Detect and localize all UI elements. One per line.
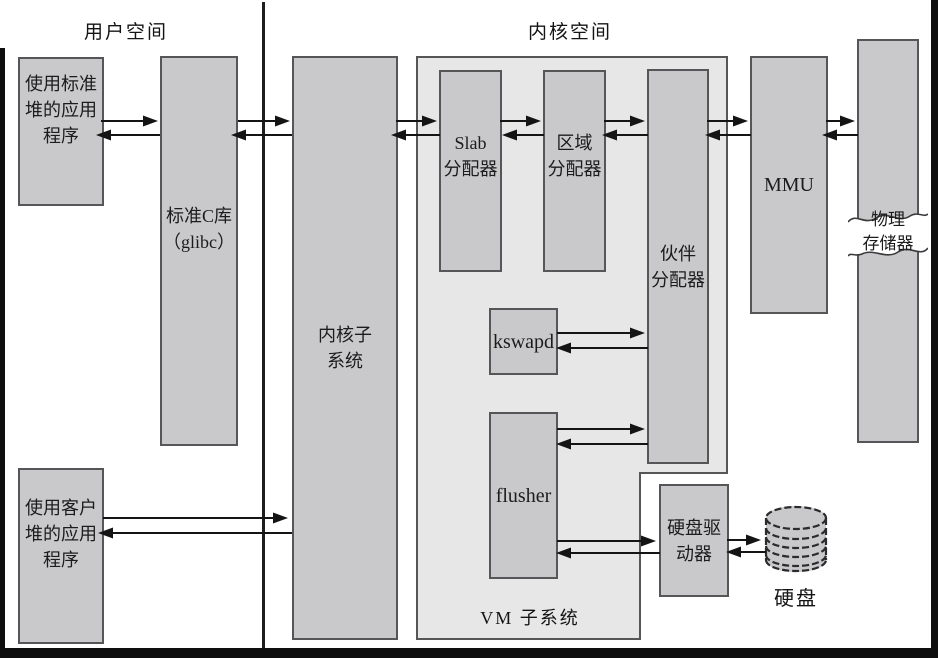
- box-glibc: 标准C库 （glibc）: [160, 56, 238, 446]
- box-flusher-label: flusher: [495, 484, 552, 507]
- box-glibc-label: 标准C库 （glibc）: [163, 206, 235, 252]
- arrow-head-buddy-allocator-to-mmu: [733, 115, 748, 127]
- arrow-head-mmu-to-physical-memory: [840, 115, 855, 127]
- box-kswapd: kswapd: [489, 308, 558, 375]
- box-zone-allocator: 区域 分配器: [543, 70, 606, 272]
- arrow-head-app-custom-heap-to-kernel-subsystem: [273, 512, 288, 524]
- space-divider-line: [262, 2, 265, 648]
- box-slab-allocator-label: Slab 分配器: [443, 133, 498, 179]
- box-physical-memory-label: 物理 存储器: [862, 210, 914, 253]
- frame-bottom: [0, 648, 938, 658]
- frame-left: [0, 48, 5, 658]
- hard-disk-icon: [764, 505, 828, 573]
- box-mmu: MMU: [750, 56, 828, 314]
- box-app-standard-heap-label: 使用标准 堆的应用 程序: [25, 73, 97, 146]
- arrow-head-flusher-to-disk-driver: [641, 535, 656, 547]
- box-app-custom-heap: 使用客户 堆的应用 程序: [18, 468, 104, 644]
- physical-memory-tear: [848, 213, 928, 257]
- arrow-head-disk-driver-to-hard-disk: [746, 534, 761, 546]
- box-buddy-allocator: 伙伴 分配器: [647, 69, 709, 464]
- box-zone-allocator-label: 区域 分配器: [547, 133, 602, 179]
- box-kernel-subsystem: 内核子 系统: [292, 56, 398, 640]
- box-buddy-allocator-label: 伙伴 分配器: [651, 243, 705, 290]
- box-mmu-label: MMU: [763, 174, 814, 196]
- box-disk-driver: 硬盘驱 动器: [659, 484, 729, 597]
- hard-disk-label: 硬盘: [774, 588, 818, 610]
- box-disk-driver-label: 硬盘驱 动器: [667, 517, 721, 564]
- box-kernel-subsystem-label: 内核子 系统: [318, 325, 372, 371]
- box-app-standard-heap: 使用标准 堆的应用 程序: [18, 57, 104, 206]
- box-flusher: flusher: [489, 412, 558, 579]
- vm-subsystem-label: VM 子系统: [480, 608, 580, 628]
- kernel-space-label: 内核空间: [527, 22, 612, 43]
- user-space-label: 用户空间: [83, 22, 168, 43]
- arrow-head-glibc-to-kernel-subsystem: [275, 115, 290, 127]
- arrow-head-app-standard-heap-to-glibc: [143, 115, 158, 127]
- box-kswapd-label: kswapd: [492, 330, 555, 353]
- frame-right: [931, 0, 938, 658]
- box-slab-allocator: Slab 分配器: [439, 70, 502, 272]
- box-app-custom-heap-label: 使用客户 堆的应用 程序: [25, 498, 97, 570]
